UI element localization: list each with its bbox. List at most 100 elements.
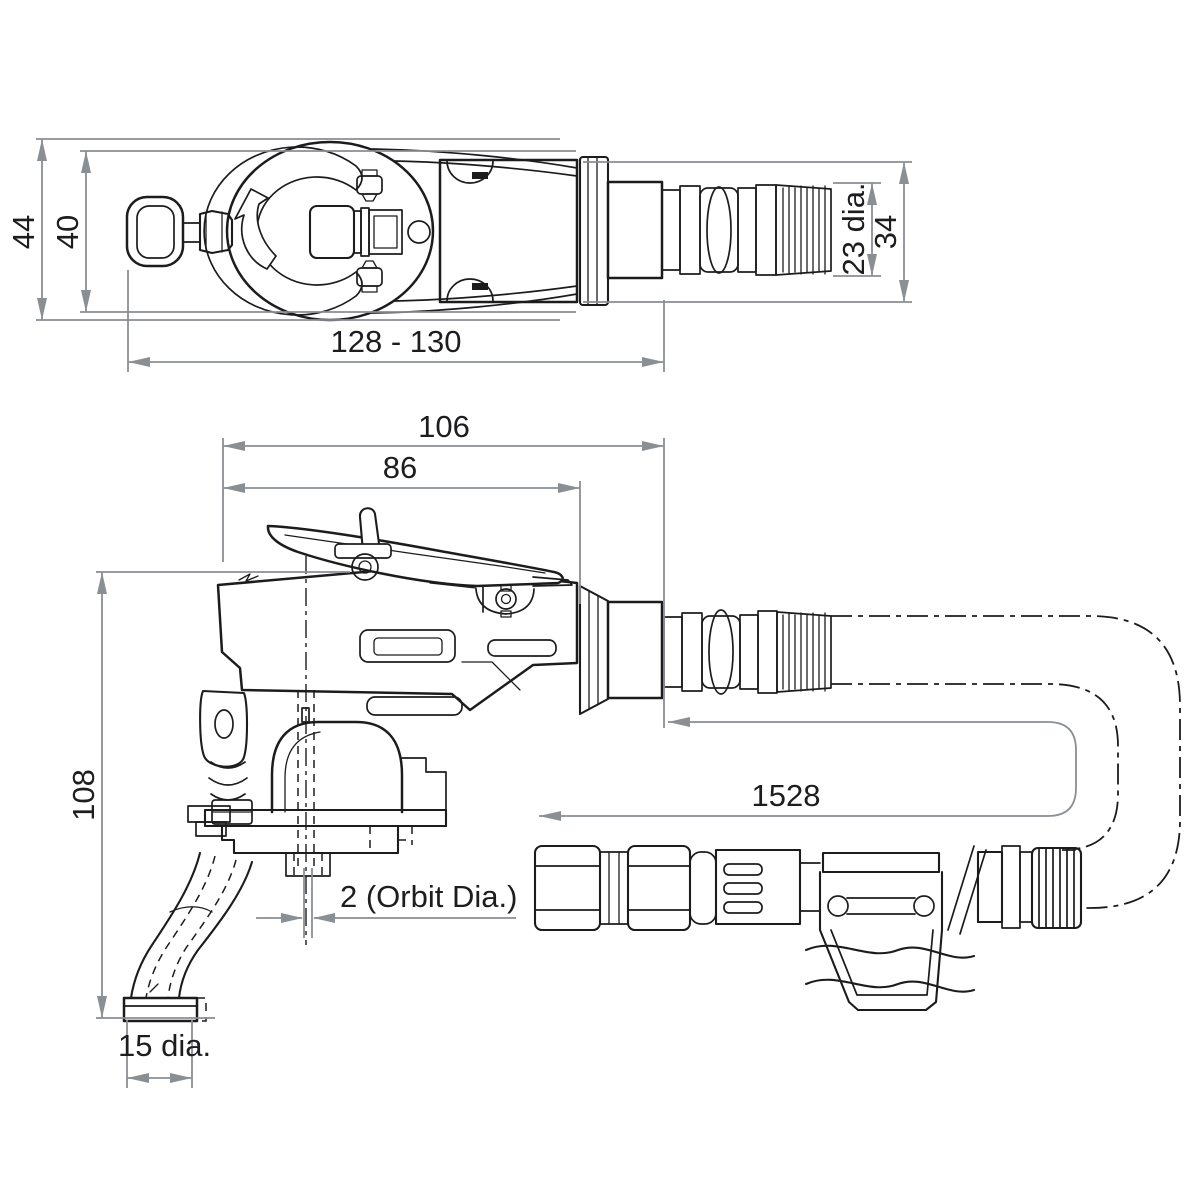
rotation-arrow-icon [234, 188, 277, 270]
dimension-line [539, 721, 1077, 817]
dim-label-length: 106 [418, 409, 470, 444]
side-view: 106 86 108 2 (Orbit Dia.) [66, 409, 1181, 1088]
front-knob [125, 195, 201, 268]
label-recess [359, 629, 456, 663]
arrowhead [539, 717, 690, 821]
outlet-collar-side [606, 600, 664, 700]
head-assembly [187, 689, 448, 877]
swivel-nut [578, 155, 610, 307]
exhaust-slot [487, 639, 557, 657]
extension-line [583, 161, 912, 303]
knob-collar [198, 209, 234, 255]
dim-swivel-dia-34: 34 [583, 161, 912, 303]
pad-mount-dome [270, 720, 404, 814]
extension-line [80, 150, 576, 313]
dim-label-connector-dia: 23 dia. [836, 182, 871, 275]
hose-sleeve [714, 848, 802, 926]
dim-label-swivel-dia: 34 [868, 215, 903, 249]
end-flange [1001, 845, 1021, 929]
pivot-saddle [475, 588, 535, 615]
retainer-clip-top [356, 169, 383, 202]
extension-line [222, 438, 665, 728]
dim-orbit-2: 2 (Orbit Dia.) [256, 868, 517, 938]
hose-connector [661, 184, 832, 276]
extension-line [833, 182, 881, 277]
hose-end-connector [1030, 846, 1083, 930]
dim-length-128-130: 128 - 130 [127, 270, 665, 372]
spindle-boss [285, 852, 331, 877]
bottom-recess [366, 696, 463, 716]
dim-body-width-40: 40 [50, 150, 576, 313]
flange-plate-upper [203, 808, 448, 828]
rear-housing [438, 158, 579, 304]
flange-plate-lower [220, 824, 400, 855]
retainer-clip-bottom [356, 260, 383, 293]
top-view-tool [125, 140, 832, 322]
dim-label-overall-width: 44 [6, 215, 41, 249]
dim-label-orbit: 2 (Orbit Dia.) [340, 879, 517, 914]
hose-connector-side [663, 609, 832, 695]
clamp-screw [208, 761, 248, 801]
lever-lock-tab [358, 507, 382, 554]
latch-assembly [308, 204, 431, 260]
extension-line [303, 868, 313, 938]
fitting-ring [689, 851, 717, 925]
pin-hole [407, 220, 431, 244]
mount-tab-a [187, 805, 231, 823]
clamp-boss-hole [214, 709, 234, 739]
arrowhead [127, 1073, 192, 1083]
dim-hose-length-1528: 1528 [539, 717, 1077, 821]
extension-line [36, 138, 560, 321]
break-marks [947, 845, 987, 935]
spindle-hidden-lines [297, 690, 315, 868]
outlet-collar [606, 180, 664, 280]
sanding-pad [122, 996, 207, 1023]
dim-label-hose-length: 1528 [752, 778, 821, 813]
throttle-lever [266, 507, 573, 618]
arrowhead [37, 139, 47, 320]
hose-strap-waves [804, 944, 976, 993]
mount-tab-b [195, 821, 227, 837]
hose-hanger-clamp [818, 851, 944, 1012]
extension-line [96, 571, 350, 1019]
extension-arm [129, 851, 254, 1000]
dim-body-length-86: 86 [223, 450, 581, 604]
lever-end-tab [532, 576, 573, 587]
dim-label-pad-dia: 15 dia. [118, 1028, 211, 1063]
fitting-hex-b [626, 844, 692, 932]
hose-phantom [831, 615, 1181, 909]
knob-collar-facets [205, 211, 223, 253]
lever-crossbar [334, 543, 392, 559]
extension-line [126, 1020, 193, 1088]
fitting-collar [599, 851, 629, 925]
clamp-boss [199, 689, 249, 768]
shoulder-bracket [401, 757, 447, 813]
extension-line [127, 270, 665, 372]
side-view-dimensions: 106 86 108 2 (Orbit Dia.) [66, 409, 1077, 1088]
vent-mark [238, 573, 259, 582]
thread-lines [782, 185, 826, 275]
dim-label-body-width: 40 [50, 215, 85, 249]
pivot-bolt [495, 588, 517, 610]
dim-label-height: 108 [66, 769, 101, 821]
label-recess-inner [373, 637, 443, 656]
swivel-nut-side [578, 584, 610, 716]
dim-connector-dia-23: 23 dia. [833, 182, 881, 277]
dim-pad-dia-15: 15 dia. [118, 1020, 211, 1088]
arrowhead [281, 913, 335, 923]
dim-overall-width-44: 44 [6, 138, 560, 321]
dim-label-length: 128 - 130 [331, 324, 462, 359]
hose-fitting [533, 844, 1083, 1012]
rear-step-line [461, 661, 521, 691]
lever-pivot [351, 553, 379, 581]
dim-label-body-length: 86 [383, 450, 417, 485]
fitting-hex-a [533, 844, 602, 932]
dim-length-106: 106 [222, 409, 665, 728]
side-view-tool [122, 507, 1181, 1023]
front-chamfer [221, 651, 239, 667]
dim-height-108: 108 [66, 571, 350, 1019]
top-view-dimensions: 44 40 128 - 130 23 dia. [6, 138, 912, 372]
arrowhead [867, 183, 877, 276]
